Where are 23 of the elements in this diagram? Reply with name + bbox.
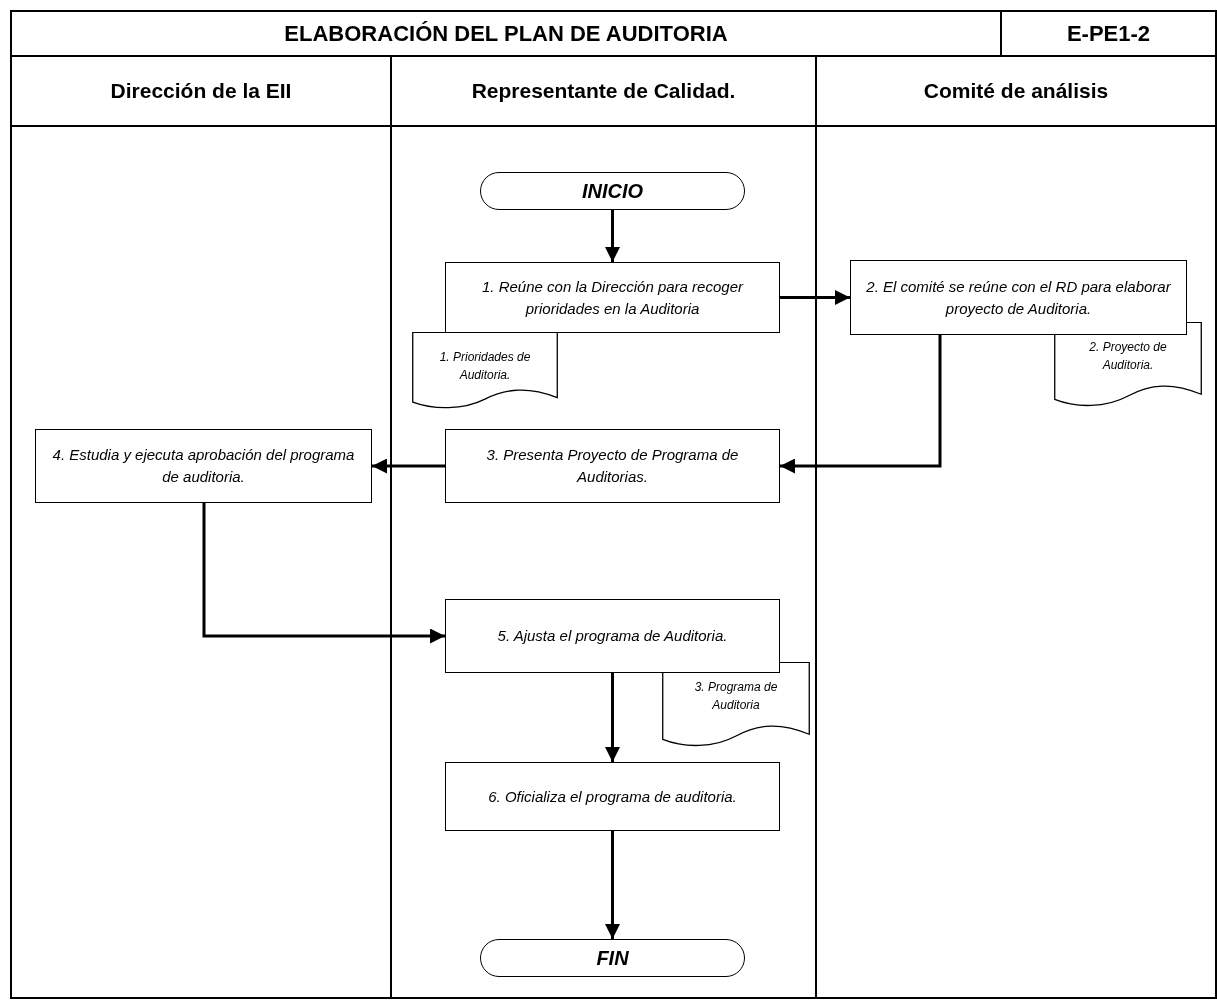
document-label: 2. Proyecto de Auditoria. [1088,339,1168,374]
process-box: 6. Oficializa el programa de auditoria. [445,762,780,831]
process-box: 5. Ajusta el programa de Auditoria. [445,599,780,673]
terminal-shape: INICIO [480,172,745,210]
arrow [780,290,850,305]
document-code-cell: E-PE1-2 [1000,10,1217,57]
process-box: 3. Presenta Proyecto de Programa de Auditorias. [445,429,780,503]
document-label: 3. Programa de Auditoria [693,679,779,714]
lane-header: Dirección de la EII [12,57,390,127]
arrow [202,503,445,644]
arrow [605,673,620,762]
swimlane [10,55,392,999]
document-label: 1. Prioridades de Auditoria. [438,349,532,384]
process-box: 4. Estudia y ejecuta aprobación del programa de auditoria. [35,429,372,503]
arrow [372,458,445,474]
arrow [605,210,620,262]
lane-header: Comité de análisis [817,57,1215,127]
lane-header: Representante de Calidad. [392,57,815,127]
title-cell: ELABORACIÓN DEL PLAN DE AUDITORIA [10,10,1002,57]
swimlane [815,55,1217,999]
arrow [780,335,942,474]
arrow [605,831,620,939]
terminal-shape: FIN [480,939,745,977]
